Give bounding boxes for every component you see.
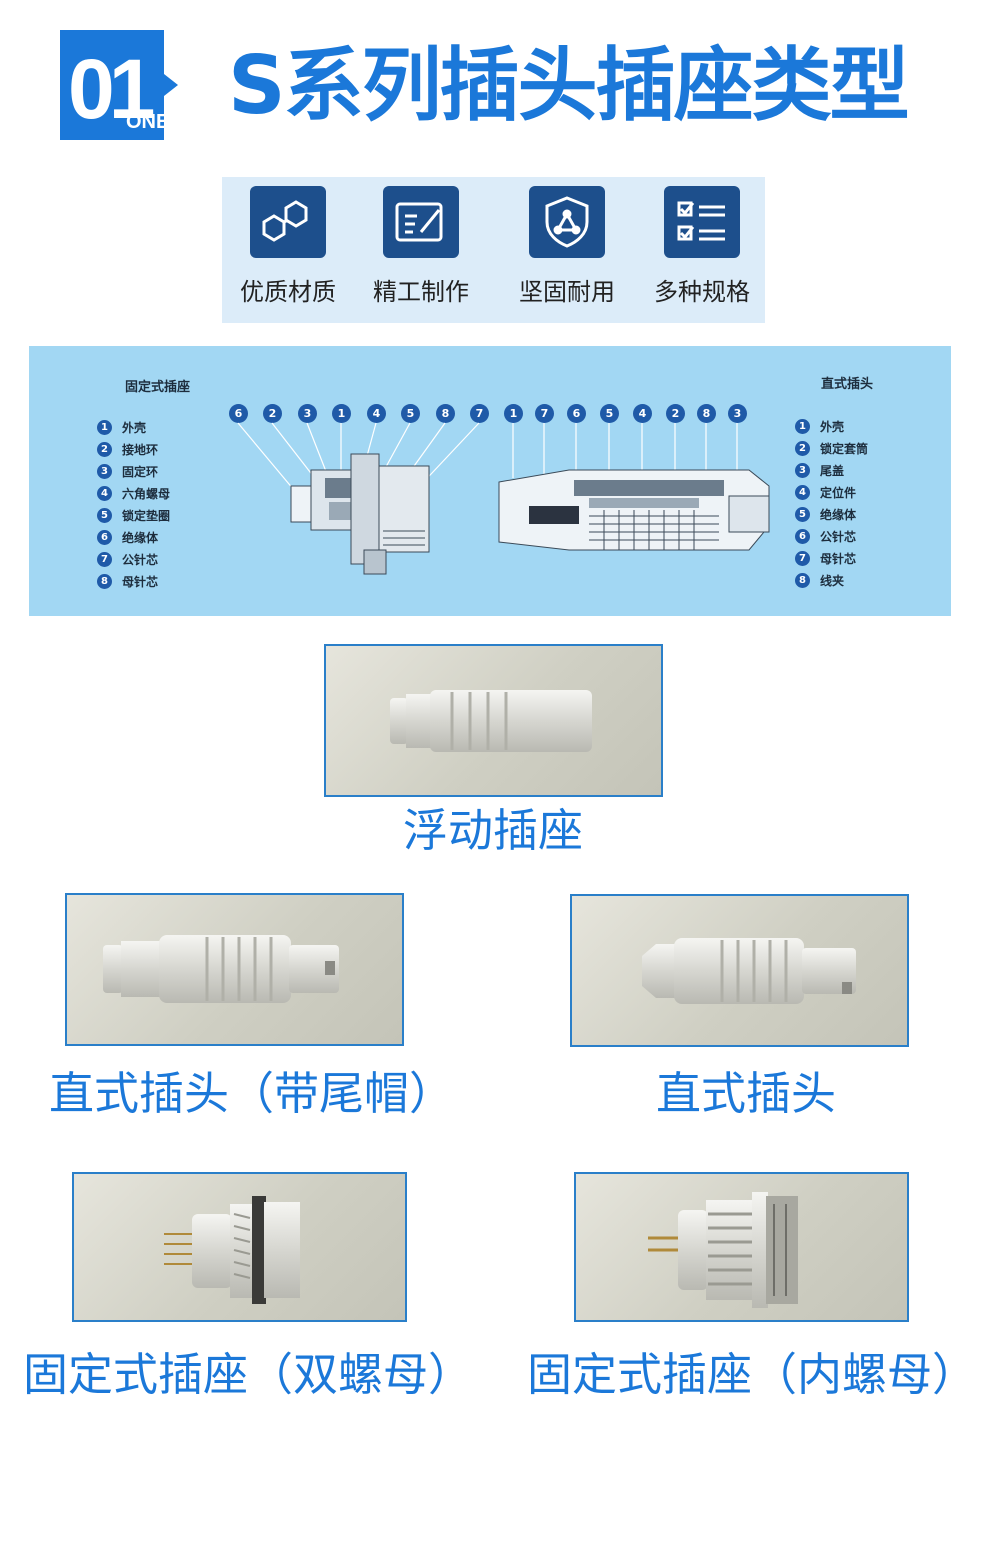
feature-label: 优质材质 (240, 278, 336, 306)
feature-quality-material: 优质材质 (228, 186, 348, 307)
fixed-socket-double-nut-caption: 固定式插座（双螺母） (23, 1348, 474, 1401)
callout-number: 2 (263, 404, 282, 423)
badge-number: 01 (68, 42, 154, 136)
floating-socket-caption: 浮动插座 (403, 804, 584, 857)
callout-number: 1 (504, 404, 523, 423)
feature-durable: 坚固耐用 (507, 186, 627, 307)
straight-plug-cap-caption: 直式插头（带尾帽） (49, 1067, 455, 1120)
floating-socket-image (324, 644, 663, 797)
badge-sub: ONE (126, 111, 169, 133)
callout-number: 7 (470, 404, 489, 423)
feature-label: 多种规格 (654, 278, 750, 306)
callout-number: 3 (728, 404, 747, 423)
section-badge: 01 ONE (60, 30, 178, 140)
callout-number: 5 (401, 404, 420, 423)
straight-plug-cap-connector (103, 935, 339, 1003)
shield-icon (529, 186, 605, 258)
fixed-socket-inner-nut-caption: 固定式插座（内螺母） (527, 1348, 978, 1401)
cross-section-drawing (237, 422, 770, 575)
feature-label: 精工制作 (373, 278, 469, 306)
straight-plug-cap-image (65, 893, 404, 1046)
callout-number: 4 (367, 404, 386, 423)
fixed-socket-double-nut-connector (164, 1196, 300, 1304)
callout-number: 1 (332, 404, 351, 423)
features-panel: 优质材质 精工制作 坚固耐用 (222, 177, 765, 323)
fixed-socket-inner-nut-image (574, 1172, 909, 1322)
page-title: S系列插头插座类型 (228, 39, 910, 132)
feature-fine-craft: 精工制作 (361, 186, 481, 307)
left-diagram-title: 固定式插座 (125, 380, 191, 395)
callout-number: 3 (298, 404, 317, 423)
feature-label: 坚固耐用 (519, 278, 615, 306)
straight-plug-connector (642, 938, 856, 1004)
callout-number: 6 (567, 404, 586, 423)
molecule-icon (250, 186, 326, 258)
callout-number: 8 (697, 404, 716, 423)
edit-form-icon (383, 186, 459, 258)
fixed-socket-inner-nut-connector (648, 1192, 798, 1308)
callout-number: 4 (633, 404, 652, 423)
callout-number: 6 (229, 404, 248, 423)
straight-plug-image (570, 894, 909, 1047)
callout-number: 8 (436, 404, 455, 423)
right-diagram-title: 直式插头 (821, 377, 874, 392)
straight-plug-caption: 直式插头 (656, 1067, 837, 1120)
fixed-socket-double-nut-image (72, 1172, 407, 1322)
callout-number: 2 (666, 404, 685, 423)
feature-multi-spec: 多种规格 (642, 186, 762, 307)
floating-socket-connector (390, 690, 592, 752)
callout-number: 5 (600, 404, 619, 423)
checklist-icon (664, 186, 740, 258)
callout-number: 7 (535, 404, 554, 423)
